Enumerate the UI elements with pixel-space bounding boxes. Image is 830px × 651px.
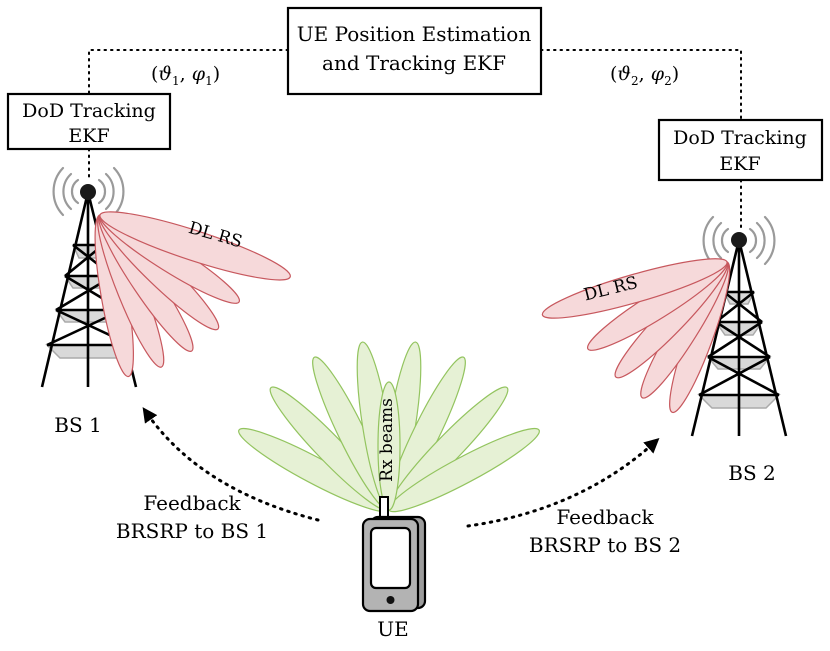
antenna-head-icon [80,184,96,200]
link-right [540,49,742,121]
dod-tracking-ekf-left: DoD Tracking EKF [6,92,172,151]
left-box-line2: EKF [68,125,109,147]
right-box-line1: DoD Tracking [673,127,807,149]
rx-beams-label: Rx beams [377,398,397,482]
left-box-line1: DoD Tracking [22,100,156,122]
antenna-head-icon [731,232,747,248]
angle-label-left: (ϑ1, φ1) [151,63,220,88]
rx-beams [238,341,540,513]
angle-label-right: (ϑ2, φ2) [610,63,679,88]
right-box-line2: EKF [719,153,760,175]
dl-rs-beams-left [94,211,291,378]
feedback-label-left: Feedback BRSRP to BS 1 [116,491,268,543]
feedback-link-lines [88,49,742,233]
ue-position-ekf-box: UE Position Estimation and Tracking EKF [286,6,543,96]
feedback-right-line2: BRSRP to BS 2 [529,533,681,557]
feedback-arrow-left [142,407,320,522]
center-box-line2: and Tracking EKF [322,51,506,75]
dl-rs-beams-right [541,258,731,414]
center-box-line1: UE Position Estimation [297,22,532,46]
feedback-label-right: Feedback BRSRP to BS 2 [529,505,681,557]
feedback-left-line2: BRSRP to BS 1 [116,519,268,543]
dod-tracking-ekf-right: DoD Tracking EKF [657,118,824,182]
tx-beam [99,211,291,281]
bs1-label: BS 1 [54,413,101,437]
feedback-left-line1: Feedback [143,491,241,515]
feedback-right-line1: Feedback [556,505,654,529]
ue-label: UE [377,617,408,641]
tx-beam [541,258,728,319]
feedback-arrow-right [466,437,660,528]
link-left [88,49,289,95]
signal-waves-icon [52,166,125,217]
ue-phone-icon: UE [361,496,427,641]
base-station-2: BS 2 [690,215,788,485]
bs2-label: BS 2 [728,461,775,485]
base-station-1: BS 1 [40,166,138,437]
